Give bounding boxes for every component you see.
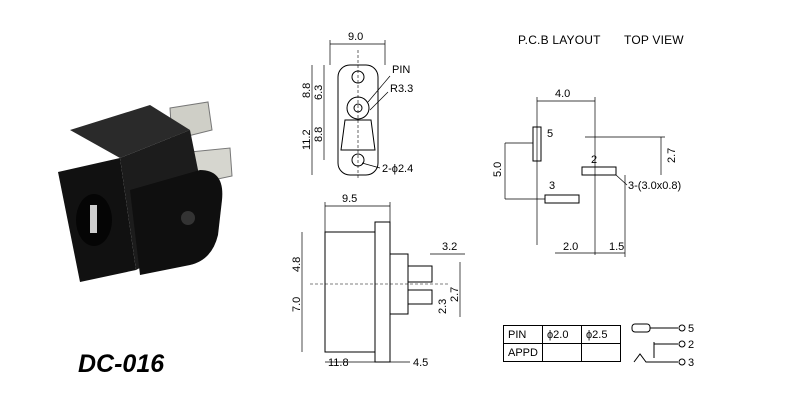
pcb-dim-right: 2.7	[666, 148, 678, 163]
dim-height-lower-side: 7.0	[291, 297, 303, 312]
dim-width: 9.0	[348, 31, 363, 43]
pcb-pin-2: 2	[591, 154, 597, 166]
mounting-flange	[130, 170, 223, 275]
dim-base-length: 11.8	[328, 357, 349, 369]
pin-table-cell-empty-2	[581, 343, 621, 362]
pin-table-header-pin: PIN	[503, 325, 543, 344]
pin-table: PIN ϕ2.0 ϕ2.5 APPD	[503, 325, 621, 362]
pin-table-header-row: PIN ϕ2.0 ϕ2.5	[503, 325, 621, 344]
dim-pin-height: 2.7	[449, 287, 461, 302]
pcb-dim-left: 5.0	[492, 162, 504, 177]
jack-body-top	[70, 105, 190, 158]
pcb-slot-3	[544, 194, 580, 204]
pcb-dim-bottom-b: 1.5	[609, 241, 624, 253]
dim-pin-height-2: 2.3	[437, 299, 449, 314]
side-view-drawing: 9.5 3.2 2.7 2.3 4.8 7.0 11.8 4.5	[291, 193, 465, 369]
dim-length: 9.5	[342, 193, 357, 205]
pcb-layout-title: P.C.B LAYOUT	[518, 33, 601, 47]
top-view-drawing: 9.0 PIN R3.3 2-ϕ2.4 8.8 6.3 11.2 8.8	[301, 31, 413, 180]
center-pin	[90, 205, 97, 233]
dim-tab-length: 4.5	[413, 357, 428, 369]
pin-table-cell-empty-1	[542, 343, 582, 362]
schematic-pin-5: 5	[688, 323, 694, 335]
radius-label: R3.3	[390, 83, 413, 95]
pcb-dim-top: 4.0	[555, 88, 570, 100]
pin-table-header-d20: ϕ2.0	[542, 325, 582, 344]
product-model-title: DC-016	[78, 350, 165, 378]
pcb-dim-bottom-a: 2.0	[563, 241, 578, 253]
hole-label: 2-ϕ2.4	[382, 163, 413, 175]
pcb-slot-5	[532, 126, 542, 162]
top-view-title: TOP VIEW	[624, 33, 684, 47]
pcb-slot-note: 3-(3.0x0.8)	[628, 180, 681, 192]
dim-inner-lower: 8.8	[313, 127, 325, 142]
pcb-layout-drawing: 4.0 5 2 3 5.0 2.7 3-(3.0x0.8) 2.0 1.5	[492, 88, 681, 257]
pin-table-header-d25: ϕ2.5	[581, 325, 621, 344]
side-view-body	[324, 231, 376, 353]
pin-table-row: APPD	[503, 343, 621, 362]
product-photo	[58, 101, 233, 282]
dim-height-upper-side: 4.8	[291, 257, 303, 272]
dim-inner-upper: 6.3	[313, 85, 325, 100]
dim-height-upper: 8.8	[301, 83, 313, 98]
pin-schematic: 5 2 3	[631, 323, 694, 369]
dim-height-lower: 11.2	[301, 129, 313, 150]
dim-pin-offset: 3.2	[442, 241, 457, 253]
schematic-pin-3: 3	[688, 357, 694, 369]
pin-label: PIN	[392, 64, 410, 76]
schematic-pin-2: 2	[688, 339, 694, 351]
pcb-pin-5: 5	[547, 128, 553, 140]
pcb-slot-2	[581, 166, 617, 176]
flange-hole	[181, 211, 195, 225]
pcb-pin-3: 3	[549, 180, 555, 192]
pin-table-row-label: APPD	[503, 343, 543, 362]
